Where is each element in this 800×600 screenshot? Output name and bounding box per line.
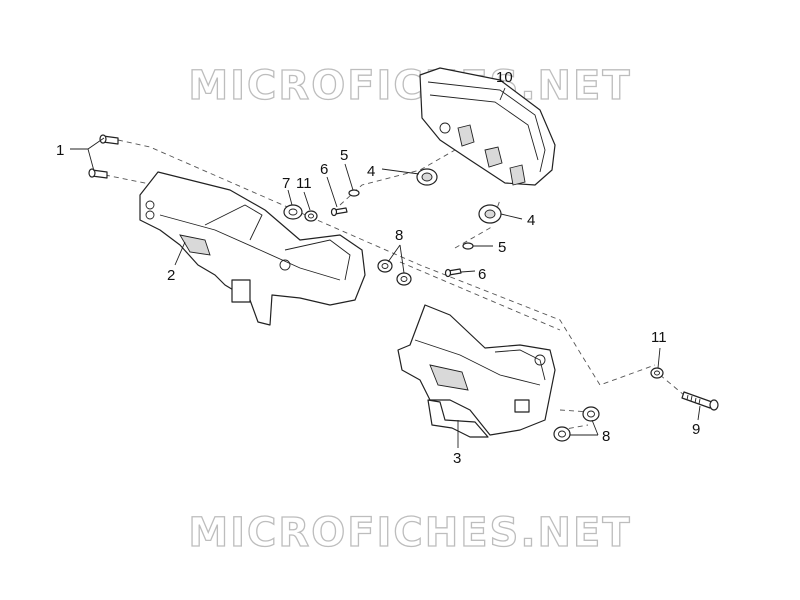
callout-7: 7 [282, 175, 290, 192]
screw-upper [330, 207, 348, 217]
grommet-upper [416, 168, 438, 186]
watermark-bottom: MICROFICHES.NET [188, 510, 631, 556]
nut [283, 204, 303, 220]
damper-left-a [377, 259, 393, 273]
instrument-cluster [419, 67, 556, 186]
watermark-top: MICROFICHES.NET [188, 63, 631, 109]
bolt-upper [99, 134, 119, 145]
clip-upper [348, 189, 360, 197]
callout-5-lower: 5 [498, 239, 506, 256]
long-bolt [681, 391, 719, 411]
callouts: 1 2 3 4 4 5 5 6 6 7 8 8 9 10 11 11 [56, 69, 700, 467]
callout-4-lower: 4 [527, 212, 535, 229]
callout-8-left: 8 [395, 227, 403, 244]
callout-11-left: 11 [296, 175, 312, 192]
washer-upper [304, 210, 318, 222]
callout-2: 2 [167, 267, 175, 284]
callout-11-right: 11 [651, 329, 667, 346]
callout-4-upper: 4 [367, 163, 375, 180]
callout-3: 3 [453, 450, 461, 467]
grommet-lower [478, 204, 502, 224]
bracket-left [139, 171, 366, 326]
bolt-lower [88, 168, 108, 179]
damper-right-a [582, 406, 600, 422]
damper-left-b [396, 272, 412, 286]
clip-lower [462, 242, 474, 250]
callout-6-upper: 6 [320, 161, 328, 178]
leader-lines [70, 87, 701, 448]
washer-right [650, 367, 664, 379]
callout-5-upper: 5 [340, 147, 348, 164]
callout-9: 9 [692, 421, 700, 438]
callout-10: 10 [496, 69, 513, 86]
callout-8-right: 8 [602, 428, 610, 445]
callout-1: 1 [56, 142, 64, 159]
screw-lower [444, 268, 462, 278]
bracket-right [397, 304, 556, 438]
callout-6-lower: 6 [478, 266, 486, 283]
damper-right-b [553, 426, 571, 442]
